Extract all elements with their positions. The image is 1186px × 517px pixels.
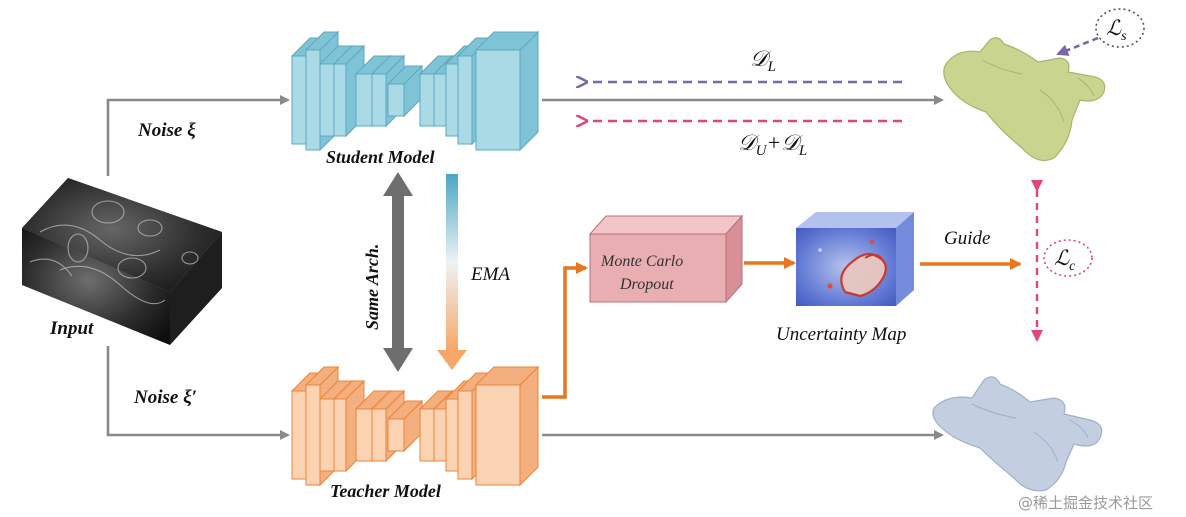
ls-loss-label: ℒs xyxy=(1106,16,1127,44)
same-arch-label: Same Arch. xyxy=(362,244,382,330)
student-layer-5 xyxy=(355,73,373,127)
watermark: @稀土掘金技术社区 xyxy=(1018,494,1153,512)
student-layer-4 xyxy=(333,63,347,137)
dropout-label-line1: Monte Carlo xyxy=(600,253,683,270)
student-layer-10 xyxy=(445,63,459,137)
student-output-mesh xyxy=(943,37,1106,161)
monte-carlo-dropout-box xyxy=(588,214,744,304)
teacher-model xyxy=(290,365,540,487)
student-model-label: Student Model xyxy=(326,147,435,167)
ls-loss-badge xyxy=(1095,8,1145,48)
dl-loss-label: 𝒟L xyxy=(750,46,776,75)
input-label: Input xyxy=(49,318,94,339)
teacher-layer-3 xyxy=(319,398,335,472)
teacher-layer-12-side xyxy=(519,365,539,487)
teacher-layer-4 xyxy=(333,398,347,472)
du-dl-loss-label: 𝒟U+𝒟L xyxy=(738,130,807,159)
student-layer-1 xyxy=(291,55,307,145)
lc-loss-label: ℒc xyxy=(1054,246,1076,274)
noise-teacher-label: Noise ξ′ xyxy=(133,387,197,408)
input-volume xyxy=(22,178,222,345)
teacher-layer-5 xyxy=(355,408,373,462)
student-layer-11 xyxy=(457,55,473,145)
input-to-student-arrow xyxy=(106,95,290,176)
student-layer-6 xyxy=(371,73,387,127)
uncertainty-map-label: Uncertainty Map xyxy=(776,324,906,345)
student-layer-12 xyxy=(475,49,521,151)
uncertainty-map xyxy=(796,212,914,306)
ema-arrow xyxy=(437,174,467,370)
student-layer-8 xyxy=(419,73,435,127)
student-layer-2 xyxy=(305,49,321,151)
teacher-layer-8 xyxy=(419,408,435,462)
teacher-layer-2 xyxy=(305,384,321,486)
teacher-layer-6 xyxy=(371,408,387,462)
input-to-teacher-arrow xyxy=(106,346,290,440)
ema-label: EMA xyxy=(470,264,510,285)
dropout-label-line2: Dropout xyxy=(619,276,674,293)
teacher-layer-7 xyxy=(387,418,405,452)
lc-loss-badge xyxy=(1043,239,1093,277)
student-layer-7 xyxy=(387,83,405,117)
teacher-layer-11 xyxy=(457,390,473,480)
teacher-layer-10 xyxy=(445,398,459,472)
student-model xyxy=(290,30,540,152)
student-layer-3 xyxy=(319,63,335,137)
noise-student-label: Noise ξ xyxy=(137,120,196,141)
student-layer-12-side xyxy=(519,30,539,152)
teacher-model-label: Teacher Model xyxy=(330,481,441,501)
ls-loss-arrow xyxy=(1056,36,1099,56)
teacher-layer-12 xyxy=(475,384,521,486)
guide-label: Guide xyxy=(944,228,990,249)
teacher-layer-1 xyxy=(291,390,307,480)
teacher-to-dropout-arrow xyxy=(542,262,588,399)
teacher-output-mesh xyxy=(932,376,1103,492)
same-arch-arrow xyxy=(383,172,413,372)
